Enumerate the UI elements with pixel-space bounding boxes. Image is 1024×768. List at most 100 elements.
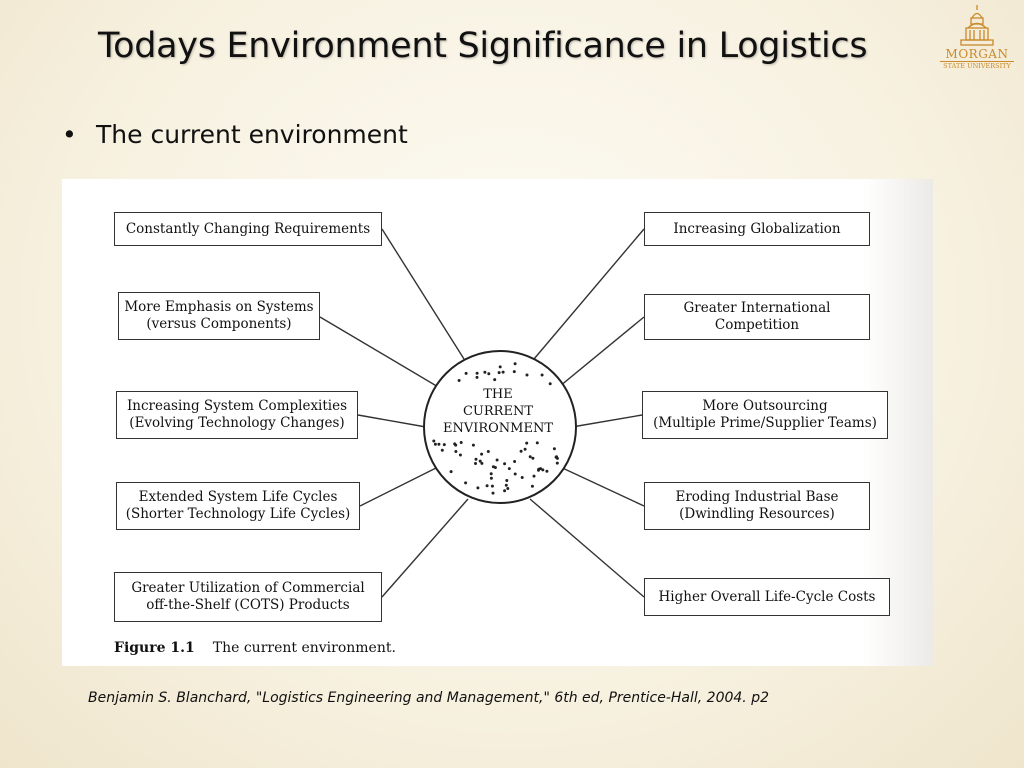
bullet-item: • The current environment <box>62 120 408 149</box>
speckle-dot <box>480 452 484 456</box>
connector-line <box>357 414 427 428</box>
speckle-dot <box>491 465 495 469</box>
speckle-dot <box>506 487 510 490</box>
right-box-5: Higher Overall Life-Cycle Costs <box>644 578 890 616</box>
connector-line <box>359 464 443 507</box>
left-box-4-line-1: Extended System Life Cycles <box>138 489 338 505</box>
speckle-dot <box>535 441 539 445</box>
speckle-dot <box>503 489 507 493</box>
dome-building-icon <box>960 5 994 46</box>
speckle-dot <box>548 382 552 386</box>
figure-caption: Figure 1.1 The current environment. <box>114 640 396 656</box>
speckle-dot <box>555 461 559 465</box>
left-box-2-line-1: More Emphasis on Systems <box>124 299 314 315</box>
speckle-dot <box>454 450 458 453</box>
speckle-dot <box>498 365 502 369</box>
connector-line <box>319 316 446 392</box>
speckle-dot <box>531 456 535 460</box>
speckle-dot <box>459 441 463 444</box>
right-box-4: Eroding Industrial Base(Dwindling Resour… <box>644 482 870 530</box>
speckle-dot <box>541 468 545 472</box>
speckle-dot <box>525 441 529 445</box>
left-box-3-line-2: (Evolving Technology Changes) <box>129 415 345 431</box>
connector-line <box>381 228 465 360</box>
speckle-dot <box>495 458 499 462</box>
speckle-dot <box>540 373 544 377</box>
logo-name: MORGAN <box>945 47 1009 61</box>
bullet-text: The current environment <box>96 120 408 149</box>
speckle-dot <box>520 476 524 479</box>
figure-caption-text: The current environment. <box>212 640 396 656</box>
logo-subtitle: STATE UNIVERSITY <box>940 61 1014 70</box>
speckle-dot <box>489 472 493 476</box>
left-box-1-line-1: Constantly Changing Requirements <box>125 220 371 237</box>
speckle-dot <box>471 443 475 447</box>
speckle-dot <box>505 479 509 482</box>
bullet-dot-icon: • <box>62 120 77 149</box>
speckle-dot <box>475 375 479 379</box>
connector-line <box>555 464 645 507</box>
connector-line <box>529 498 645 598</box>
speckle-dot <box>485 484 489 488</box>
speckle-dot <box>552 447 556 451</box>
speckle-dot <box>475 371 479 375</box>
slide-title: Todays Environment Significance in Logis… <box>98 26 868 66</box>
speckle-dot <box>537 467 541 471</box>
figure-caption-label: Figure 1.1 <box>114 640 195 656</box>
speckle-dot <box>486 450 490 453</box>
left-box-2: More Emphasis on Systems(versus Componen… <box>118 292 320 340</box>
speckle-dot <box>491 491 495 495</box>
left-box-3-line-1: Increasing System Complexities <box>126 398 348 414</box>
left-box-4: Extended System Life Cycles(Shorter Tech… <box>116 482 360 530</box>
speckle-dot <box>474 462 477 465</box>
right-box-3-line-2: (Multiple Prime/Supplier Teams) <box>653 415 877 431</box>
figure-image: Constantly Changing Requirements More Em… <box>62 179 933 666</box>
speckle-dot <box>507 467 511 471</box>
speckle-dot <box>432 439 436 443</box>
university-logo: MORGAN STATE UNIVERSITY <box>934 4 1020 76</box>
connector-line <box>553 316 645 392</box>
speckle-dot <box>532 474 536 478</box>
center-label: THE CURRENT ENVIRONMENT <box>432 386 564 437</box>
left-box-1: Constantly Changing Requirements <box>114 212 382 246</box>
speckle-dot <box>493 378 497 382</box>
speckle-dot <box>504 483 508 487</box>
speckle-dot <box>437 442 441 446</box>
speckle-dot <box>442 443 446 447</box>
speckle-dot <box>528 455 532 459</box>
speckle-dot <box>454 443 458 447</box>
speckle-dot <box>497 371 501 375</box>
speckle-dot <box>545 469 549 473</box>
right-box-2-line-1: Greater International <box>683 300 831 316</box>
speckle-dot <box>490 484 494 488</box>
speckle-dot <box>487 372 491 376</box>
right-box-4-line-1: Eroding Industrial Base <box>675 489 839 505</box>
speckle-dot <box>555 455 558 459</box>
center-label-line-3: ENVIRONMENT <box>440 420 556 437</box>
speckle-dot <box>440 448 444 452</box>
left-box-2-line-2: (versus Components) <box>146 316 292 332</box>
speckle-dot <box>483 370 487 374</box>
speckle-dot <box>523 447 527 451</box>
left-box-4-line-2: (Shorter Technology Life Cycles) <box>125 506 351 522</box>
center-label-line-1: THE <box>481 386 515 403</box>
connector-line <box>571 414 643 428</box>
right-box-3: More Outsourcing(Multiple Prime/Supplier… <box>642 391 888 439</box>
speckle-dot <box>501 370 505 374</box>
speckle-dot <box>480 461 484 465</box>
right-box-4-line-2: (Dwindling Resources) <box>679 506 835 522</box>
speckle-dot <box>464 481 468 485</box>
speckle-dot <box>513 362 517 366</box>
speckle-dot <box>433 442 437 446</box>
speckle-dot <box>525 373 529 377</box>
speckle-dot <box>458 453 462 457</box>
speckle-dot <box>513 472 517 476</box>
center-label-line-2: CURRENT <box>460 403 535 420</box>
connector-line <box>533 228 645 360</box>
speckle-dot <box>476 486 480 490</box>
connector-line <box>381 498 469 598</box>
right-box-2-line-2: Competition <box>714 317 800 333</box>
speckle-dot <box>519 449 523 453</box>
speckle-dot <box>464 371 468 375</box>
